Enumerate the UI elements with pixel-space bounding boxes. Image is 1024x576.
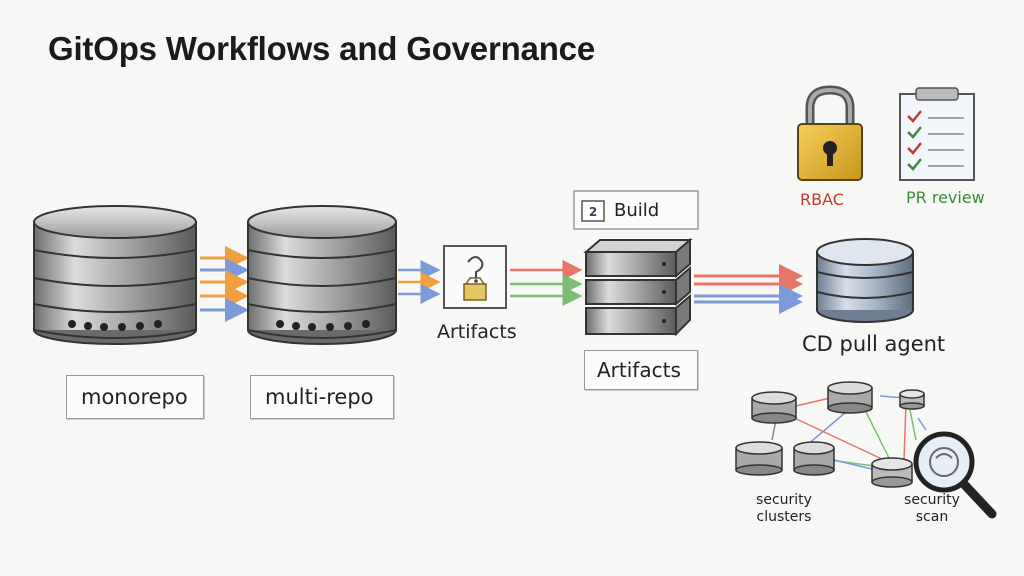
build-to-cd-arrows — [694, 264, 803, 314]
security-clusters-label: security clusters — [756, 492, 812, 525]
artifacts-label-box: Artifacts — [584, 350, 698, 390]
multi-to-artifact-arrows — [398, 260, 441, 304]
pr-review-checklist-icon — [899, 87, 975, 181]
multi-repo-database-icon — [247, 205, 397, 345]
multi-repo-label-box: multi-repo — [250, 375, 394, 419]
artifacts-label: Artifacts — [437, 321, 517, 343]
artifact-package-icon — [443, 245, 507, 309]
cd-pull-agent-label: CD pull agent — [802, 332, 946, 356]
artifacts-boxed-label: Artifacts — [597, 358, 681, 382]
rbac-label: RBAC — [800, 190, 844, 209]
build-label-box: 2 — [573, 190, 699, 230]
svg-text:2: 2 — [589, 205, 597, 219]
mono-to-multi-arrows — [200, 246, 249, 322]
security-clusters-network — [735, 381, 927, 488]
security-scan-magnifier-icon — [913, 431, 997, 519]
pr-review-label: PR review — [906, 188, 985, 207]
monorepo-label: monorepo — [81, 385, 188, 409]
artifact-to-build-arrows — [510, 260, 583, 306]
multi-repo-label: multi-repo — [265, 385, 374, 409]
monorepo-database-icon — [33, 205, 197, 345]
build-server-stack-icon — [583, 237, 693, 337]
security-scan-label: security scan — [904, 492, 960, 525]
rbac-padlock-icon — [797, 85, 863, 181]
monorepo-label-box: monorepo — [66, 375, 204, 419]
cd-agent-database-icon — [816, 238, 914, 323]
build-label: Build — [614, 200, 660, 221]
page-title: GitOps Workflows and Governance — [48, 30, 595, 67]
